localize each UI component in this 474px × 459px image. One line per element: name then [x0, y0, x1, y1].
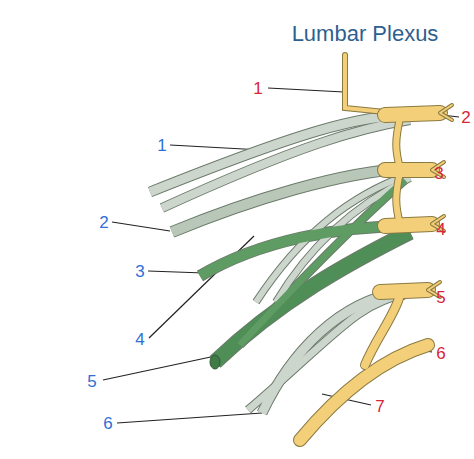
subcostal-branch	[345, 55, 395, 113]
spinal-root	[385, 113, 440, 115]
leader-line	[112, 222, 170, 231]
callout-number: 1	[253, 80, 262, 97]
root-outline	[385, 162, 432, 178]
callout-number: 3	[434, 165, 443, 182]
leader-line	[103, 355, 220, 380]
callout-number: 6	[436, 345, 445, 362]
callout-number: 4	[135, 331, 144, 348]
leader-line	[117, 413, 262, 423]
callout-number: 2	[461, 109, 470, 126]
root-outline	[385, 113, 440, 115]
subcostal-branch-outline	[345, 55, 395, 113]
callout-number: 6	[103, 415, 112, 432]
callout-number: 1	[157, 137, 166, 154]
root-outline	[385, 224, 432, 226]
callout-number: 4	[436, 221, 445, 238]
trunk-branch	[365, 295, 400, 365]
leader-line	[148, 271, 204, 273]
leader-line	[268, 88, 344, 92]
nerve-roots	[300, 55, 452, 440]
callout-number: 3	[135, 263, 144, 280]
callout-number: 7	[375, 398, 384, 415]
root-link	[396, 118, 400, 224]
callout-number: 5	[87, 373, 96, 390]
root-outline	[380, 290, 428, 292]
spinal-root	[380, 290, 428, 292]
ramus-outline	[428, 105, 452, 297]
callout-number: 5	[436, 289, 445, 306]
spinal-root	[385, 163, 432, 177]
femoral-root	[240, 180, 405, 345]
diagram-title: Lumbar Plexus	[292, 23, 439, 45]
nerve-outline	[240, 180, 405, 345]
callout-number: 2	[99, 214, 108, 231]
spinal-root	[385, 224, 432, 226]
nerve-end	[210, 355, 220, 369]
ramus	[428, 105, 452, 297]
leader-lines	[103, 88, 459, 423]
